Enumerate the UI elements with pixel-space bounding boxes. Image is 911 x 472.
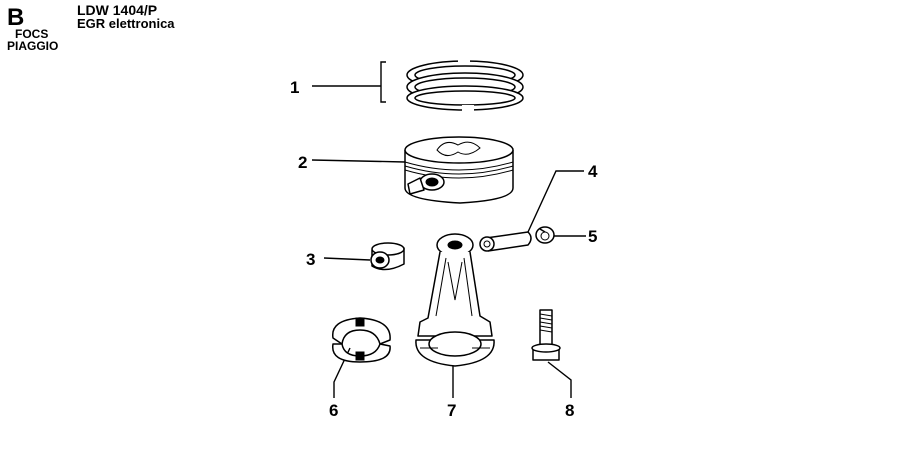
circlip-drawing[interactable] [535, 226, 586, 244]
variant-label: FOCS [15, 27, 49, 41]
connecting-rod-drawing[interactable] [415, 233, 495, 398]
callout-6[interactable]: 6 [329, 401, 338, 420]
callout-5[interactable]: 5 [588, 227, 597, 246]
brand-label: PIAGGIO [7, 39, 59, 53]
piston-rings-drawing[interactable] [312, 60, 524, 111]
piston-drawing[interactable] [311, 136, 514, 204]
callout-8[interactable]: 8 [565, 401, 574, 420]
callout-1[interactable]: 1 [290, 78, 299, 97]
callout-2[interactable]: 2 [298, 153, 307, 172]
piston-pin-drawing[interactable] [479, 170, 584, 252]
callout-7[interactable]: 7 [447, 401, 456, 420]
rod-bolt-drawing[interactable] [531, 309, 572, 398]
model-label: LDW 1404/P [77, 2, 158, 18]
callout-3[interactable]: 3 [306, 250, 315, 269]
subtitle-label: EGR elettronica [77, 16, 175, 31]
rod-bearing-drawing[interactable] [332, 317, 391, 398]
section-letter: B [7, 4, 25, 31]
small-end-bushing-drawing[interactable] [323, 242, 405, 271]
callout-4[interactable]: 4 [588, 162, 598, 181]
